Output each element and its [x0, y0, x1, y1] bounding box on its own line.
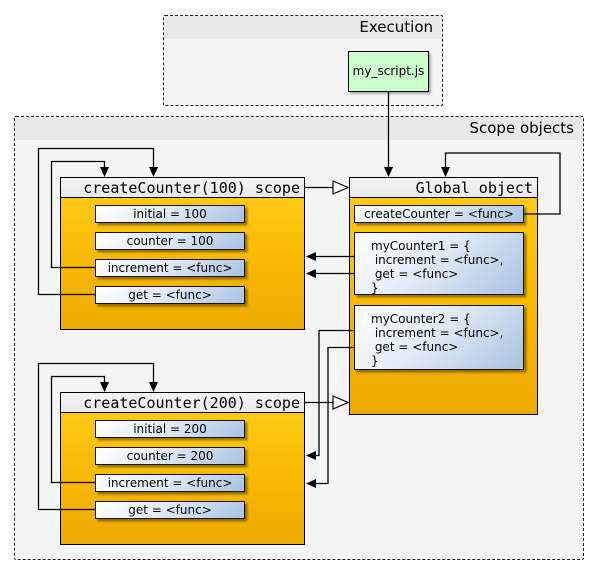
scope-200-var-increment: increment = <func> [95, 474, 245, 492]
scope-200-header: createCounter(200) scope [61, 393, 304, 413]
scope-100-box: createCounter(100) scope [60, 177, 305, 330]
global-var-my-counter1: myCounter1 = { increment = <func>, get =… [354, 232, 524, 295]
scope-100-var-initial: initial = 100 [95, 205, 245, 223]
global-var-create-counter: createCounter = <func> [354, 205, 524, 223]
scope-200-var-counter: counter = 200 [95, 447, 245, 465]
scope-200-var-initial: initial = 200 [95, 420, 245, 438]
scope-100-header: createCounter(100) scope [61, 178, 304, 198]
scope-100-var-counter: counter = 100 [95, 232, 245, 250]
scope-100-var-increment: increment = <func> [95, 259, 245, 277]
scope-objects-panel-title: Scope objects [15, 117, 583, 140]
my-script-node: my_script.js [348, 51, 429, 92]
scope-100-var-get: get = <func> [95, 286, 245, 304]
global-var-my-counter2: myCounter2 = { increment = <func>, get =… [354, 305, 524, 370]
execution-panel-title: Execution [164, 16, 442, 39]
scope-200-var-get: get = <func> [95, 501, 245, 519]
global-object-header: Global object [350, 178, 537, 198]
scope-200-box: createCounter(200) scope [60, 392, 305, 545]
